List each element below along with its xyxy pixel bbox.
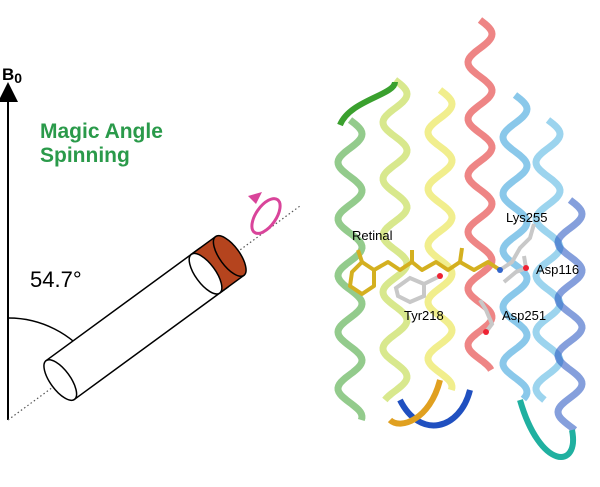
helix-7	[554, 197, 586, 433]
title-line2: Spinning	[40, 144, 130, 167]
angle-label: 54.7°	[30, 267, 82, 292]
label-retinal: Retinal	[352, 228, 393, 243]
label-lys255: Lys255	[506, 210, 547, 225]
loop-4	[387, 379, 443, 427]
loop-1	[337, 81, 398, 127]
helix-5	[499, 92, 531, 402]
loop-3	[517, 399, 577, 460]
label-asp251: Asp251	[502, 308, 546, 323]
b0-label: B0	[2, 65, 22, 86]
loop-2	[397, 389, 473, 429]
label-asp116: Asp116	[536, 262, 579, 277]
helix-2	[379, 77, 411, 403]
retinal-sticks	[348, 247, 502, 296]
helix-1	[334, 117, 366, 422]
helix-3	[424, 87, 456, 392]
helix-4	[464, 17, 496, 372]
label-tyr218: Tyr218	[404, 308, 444, 323]
rotor	[43, 234, 247, 402]
title-line1: Magic Angle	[40, 120, 163, 143]
bacteriorhodopsin-structure	[334, 17, 586, 460]
spin-arrow-icon	[248, 192, 282, 235]
